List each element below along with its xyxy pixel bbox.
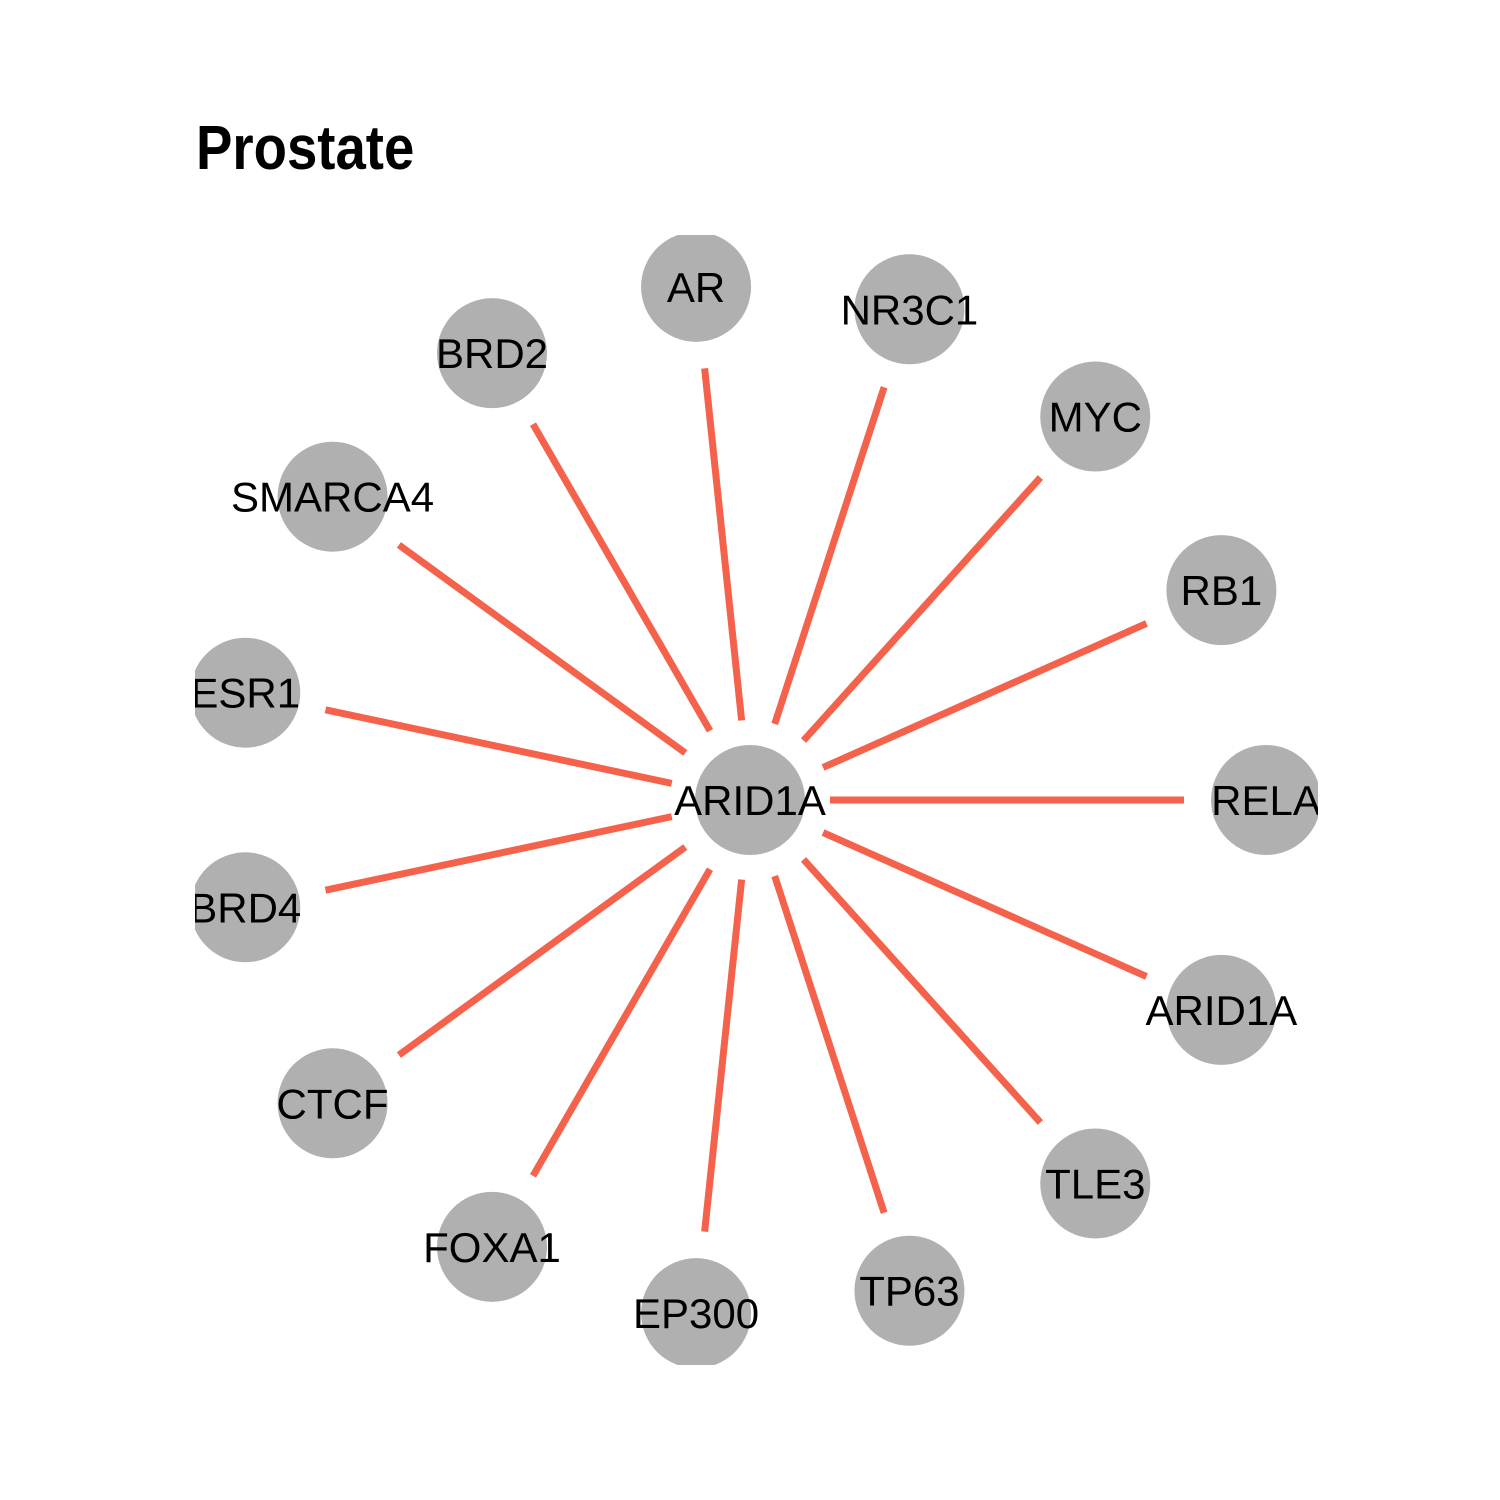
node-tle3-6-circle [1040, 1128, 1151, 1239]
node-smarca4-13-label: SMARCA4 [231, 474, 434, 521]
node-ctcf-10-circle [277, 1048, 388, 1159]
edge-arid1a-smarca4-13 [396, 542, 688, 756]
edge-arid1a-nr3c1-1 [771, 386, 888, 725]
node-nr3c1-1-label: NR3C1 [841, 286, 979, 333]
edge-group [324, 368, 1184, 1232]
figure-title: Prostate [196, 114, 415, 183]
node-brd4-11-label: BRD4 [189, 884, 301, 931]
node-tle3-6-label: TLE3 [1045, 1160, 1145, 1207]
node-rela-4-circle [1211, 745, 1318, 855]
node-myc-2-label: MYC [1049, 394, 1142, 441]
node-ep300-8-circle [641, 1258, 752, 1365]
node-ep300-8-label: EP300 [633, 1290, 759, 1337]
node-brd4-11-circle [195, 852, 301, 963]
edge-arid1a-ar-0 [701, 368, 746, 721]
node-myc-2: MYC [1040, 361, 1151, 472]
node-ar-0-label: AR [667, 264, 725, 311]
node-ar-0-circle [641, 235, 752, 342]
node-tp63-7-circle [854, 1235, 965, 1346]
node-smarca4-13: SMARCA4 [231, 441, 434, 552]
node-myc-2-circle [1040, 361, 1151, 472]
node-rela-4-label: RELA [1211, 777, 1321, 824]
edge-arid1a-tp63-7 [771, 875, 888, 1214]
node-esr1-12-circle [195, 637, 301, 748]
node-brd2-14-label: BRD2 [436, 330, 548, 377]
node-foxa1-9: FOXA1 [423, 1191, 561, 1302]
node-brd2-14-circle [437, 298, 547, 409]
node-ar-0: AR [641, 235, 752, 342]
hub-node-arid1a: ARID1A [674, 745, 826, 855]
node-ctcf-10-label: CTCF [277, 1080, 389, 1127]
node-rb1-3-label: RB1 [1181, 567, 1263, 614]
edge-arid1a-esr1-12 [324, 706, 673, 787]
node-ep300-8: EP300 [633, 1258, 759, 1365]
edge-arid1a-tle3-6 [800, 857, 1044, 1125]
edge-arid1a-arid1a-5 [821, 829, 1148, 980]
node-rb1-3-circle [1166, 535, 1277, 646]
edge-arid1a-rb1-3 [821, 620, 1148, 771]
node-foxa1-9-circle [437, 1191, 547, 1302]
hub-node-arid1a-circle [695, 745, 805, 855]
node-foxa1-9-label: FOXA1 [423, 1224, 561, 1271]
node-nr3c1-1-circle [854, 254, 965, 365]
edge-arid1a-brd2-14 [529, 422, 714, 733]
node-esr1-12-label: ESR1 [190, 670, 300, 717]
node-rb1-3: RB1 [1166, 535, 1277, 646]
node-tp63-7: TP63 [854, 1235, 965, 1346]
node-smarca4-13-circle [277, 441, 388, 552]
node-rela-4: RELA [1211, 745, 1321, 855]
hub-node-arid1a-label: ARID1A [674, 777, 826, 824]
node-brd4-11: BRD4 [189, 852, 301, 963]
node-arid1a-5-circle [1166, 954, 1277, 1065]
node-tle3-6: TLE3 [1040, 1128, 1151, 1239]
edge-arid1a-myc-2 [800, 475, 1044, 743]
node-arid1a-5: ARID1A [1146, 954, 1298, 1065]
edge-arid1a-ctcf-10 [396, 844, 688, 1058]
node-nr3c1-1: NR3C1 [841, 254, 979, 365]
node-ctcf-10: CTCF [277, 1048, 389, 1159]
edge-arid1a-brd4-11 [324, 813, 673, 894]
node-tp63-7-label: TP63 [859, 1268, 959, 1315]
node-esr1-12: ESR1 [190, 637, 301, 748]
node-brd2-14: BRD2 [436, 298, 548, 409]
node-arid1a-5-label: ARID1A [1146, 987, 1298, 1034]
edge-arid1a-ep300-8 [701, 879, 746, 1232]
edge-arid1a-foxa1-9 [529, 867, 714, 1178]
